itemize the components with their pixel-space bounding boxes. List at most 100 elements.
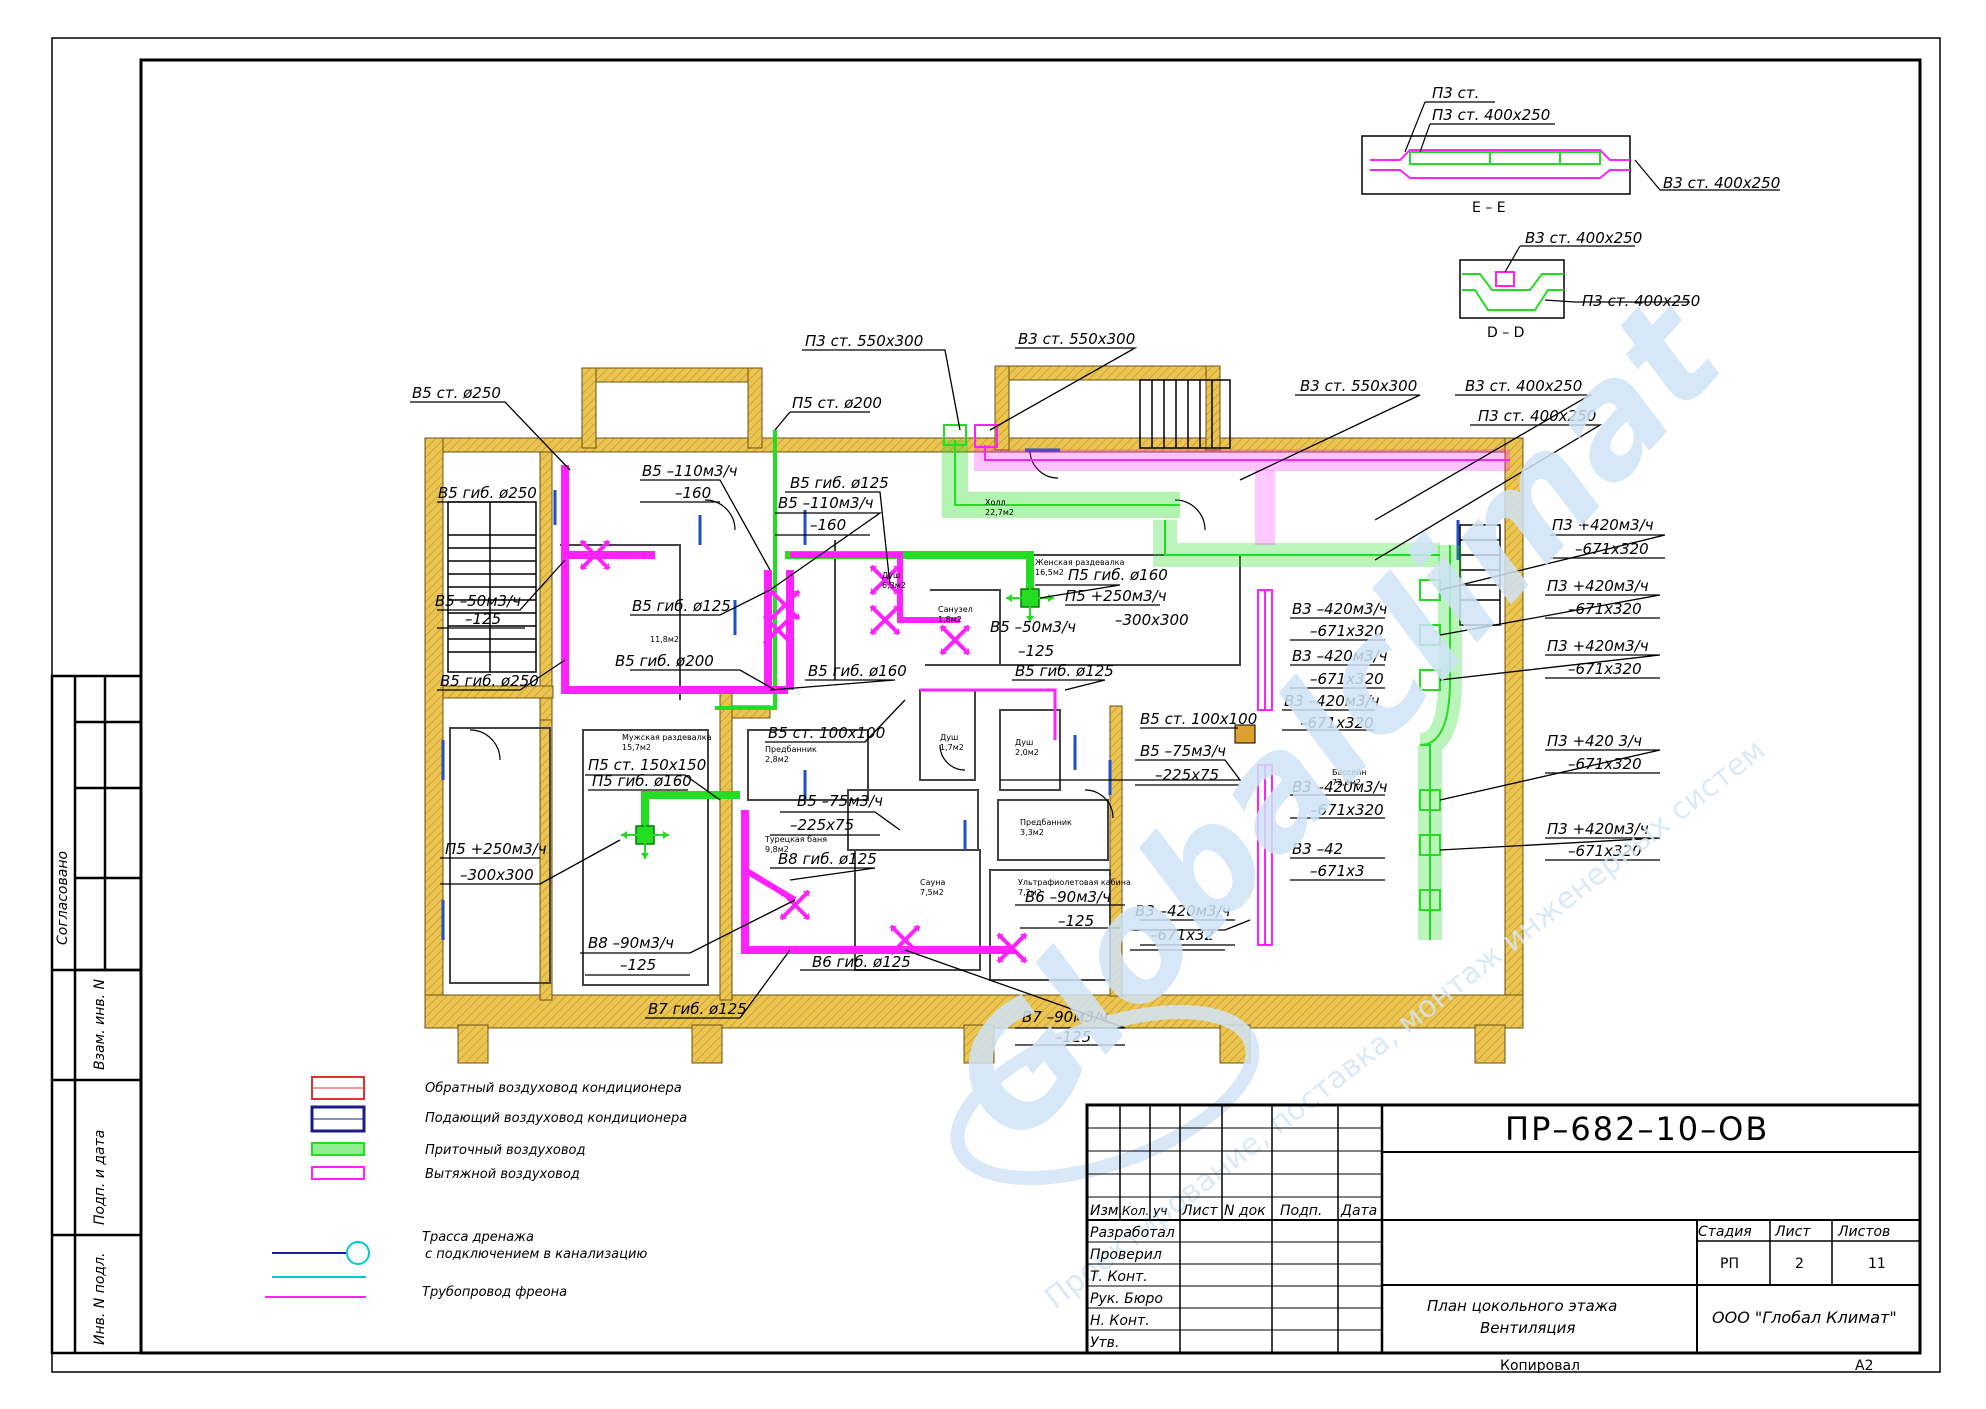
label-b5-m75b: В5 –75м3/ч bbox=[797, 792, 883, 810]
section-dd-label2: П3 ст. 400х250 bbox=[1582, 292, 1700, 310]
title-block-text: Изм. Кол. уч Лист N док Подп. Дата Разра… bbox=[1090, 1110, 1897, 1374]
label-d671-3: –671х320 bbox=[1300, 714, 1374, 732]
section-ee: П3 ст. П3 ст. 400х250 В3 ст. 400х250 Е –… bbox=[1361, 84, 1780, 216]
tb-col-kol: Кол. уч bbox=[1122, 1204, 1167, 1218]
floor-plan bbox=[424, 365, 1524, 1064]
label-b5-gib125a: В5 гиб. ø125 bbox=[790, 474, 889, 492]
sheet-title-2: Вентиляция bbox=[1480, 1319, 1575, 1337]
tb-col-list: Лист bbox=[1181, 1203, 1218, 1219]
svg-text:Мужская раздевалка: Мужская раздевалка bbox=[622, 733, 712, 742]
svg-text:Предбанник: Предбанник bbox=[1020, 818, 1072, 827]
svg-text:2,0м2: 2,0м2 bbox=[1015, 748, 1039, 757]
svg-text:11,8м2: 11,8м2 bbox=[650, 635, 679, 644]
label-b5-m75a-d: –225х75 bbox=[1155, 766, 1219, 784]
label-b5-gib250b: В5 гиб. ø250 bbox=[440, 672, 539, 690]
exhaust-ducts bbox=[561, 424, 1510, 964]
copied-label: Копировал bbox=[1500, 1358, 1580, 1374]
legend-item-exhaust: Вытяжной воздуховод bbox=[425, 1167, 580, 1182]
drawing-code: ПР–682–10–ОВ bbox=[1505, 1110, 1769, 1148]
section-dd: В3 ст. 400х250 П3 ст. 400х250 D – D bbox=[1459, 229, 1700, 341]
label-b8-m90-d: –125 bbox=[620, 956, 656, 974]
svg-text:Душ: Душ bbox=[1015, 738, 1033, 747]
label-b5-250-top: В5 ст. ø250 bbox=[412, 384, 501, 402]
label-b5-m110a-d: –160 bbox=[675, 484, 711, 502]
label-b5-st100b: В5 ст. 100х100 bbox=[768, 724, 885, 742]
label-b5-m110b-d: –160 bbox=[810, 516, 846, 534]
svg-text:Турецкая баня: Турецкая баня bbox=[764, 835, 827, 844]
tb-col-data: Дата bbox=[1340, 1203, 1377, 1219]
stage-header: Стадия bbox=[1698, 1224, 1752, 1240]
svg-text:7,2м2: 7,2м2 bbox=[1018, 888, 1042, 897]
legend-item-return: Обратный воздуховод кондиционера bbox=[425, 1081, 682, 1096]
label-d671b-4: –671х320 bbox=[1568, 755, 1642, 773]
label-p3-p420-3: П3 +420м3/ч bbox=[1547, 637, 1649, 655]
sheets-header: Листов bbox=[1837, 1224, 1890, 1240]
label-b5-m50b-d: –125 bbox=[1018, 642, 1054, 660]
label-p3-p420-1: П3 +420м3/ч bbox=[1552, 516, 1654, 534]
legend: Обратный воздуховод кондиционера Подающи… bbox=[265, 1076, 687, 1300]
svg-text:Бассейн: Бассейн bbox=[1332, 768, 1367, 777]
label-b5-m50: В5 –50м3/ч bbox=[435, 592, 521, 610]
svg-text:Женская раздевалка: Женская раздевалка bbox=[1035, 558, 1125, 567]
svg-text:22,7м2: 22,7м2 bbox=[985, 508, 1014, 517]
label-b5-m110b: В5 –110м3/ч bbox=[778, 494, 874, 512]
sheet-value: 2 bbox=[1795, 1256, 1804, 1272]
tb-col-podp: Подп. bbox=[1280, 1203, 1322, 1219]
label-b5-m75a: В5 –75м3/ч bbox=[1140, 742, 1226, 760]
label-b3-m420-4: В3 –420м3/ч bbox=[1292, 778, 1388, 796]
label-p5-st150: П5 ст. 150х150 bbox=[588, 756, 706, 774]
label-b3-m420-5: В3 –42 bbox=[1292, 840, 1343, 858]
section-ee-title: Е – Е bbox=[1472, 200, 1506, 216]
stamp-agreed: Согласовано bbox=[55, 851, 71, 945]
label-p3-550-top: П3 ст. 550х300 bbox=[805, 332, 923, 350]
label-p5-p250b-d: –300х300 bbox=[460, 866, 534, 884]
svg-text:Холл: Холл bbox=[985, 498, 1006, 507]
sheet-header: Лист bbox=[1774, 1224, 1811, 1240]
format-label: А2 bbox=[1855, 1358, 1873, 1374]
section-dd-label1: В3 ст. 400х250 bbox=[1525, 229, 1642, 247]
company-name: ООО "Глобал Климат" bbox=[1712, 1308, 1897, 1327]
label-b3-m420-6: В3 –420м3/ч bbox=[1135, 902, 1231, 920]
label-d671-5: –671х3 bbox=[1310, 862, 1365, 880]
label-b5-st100: В5 ст. 100х100 bbox=[1140, 710, 1257, 728]
svg-text:Душ: Душ bbox=[940, 733, 958, 742]
svg-text:16,5м2: 16,5м2 bbox=[1035, 568, 1064, 577]
label-d671-1: –671х320 bbox=[1310, 622, 1384, 640]
label-b5-gib250a: В5 гиб. ø250 bbox=[438, 484, 537, 502]
svg-text:Ультрафиолетовая кабина: Ультрафиолетовая кабина bbox=[1018, 878, 1131, 887]
label-b3-550: В3 ст. 550х300 bbox=[1300, 377, 1417, 395]
label-b8-m90: В8 –90м3/ч bbox=[588, 934, 674, 952]
label-d671-2: –671х320 bbox=[1310, 670, 1384, 688]
sheet-title-1: План цокольного этажа bbox=[1427, 1297, 1617, 1315]
svg-text:72,6м2: 72,6м2 bbox=[1332, 778, 1361, 787]
leader-lines bbox=[410, 347, 1666, 1046]
room-names: Холл 22,7м2 Женская раздевалка 16,5м2 Ду… bbox=[622, 498, 1367, 897]
label-d671b-3: –671х320 bbox=[1568, 660, 1642, 678]
svg-text:1,8м2: 1,8м2 bbox=[938, 615, 962, 624]
label-b6-m90: В6 –90м3/ч bbox=[1025, 888, 1111, 906]
svg-text:3,3м2: 3,3м2 bbox=[1020, 828, 1044, 837]
label-p3-p420-5: П3 +420м3/ч bbox=[1547, 820, 1649, 838]
label-b5-gib125b: В5 гиб. ø125 bbox=[632, 597, 731, 615]
supply-ducts bbox=[620, 424, 1462, 940]
tb-role-4: Рук. Бюро bbox=[1090, 1291, 1163, 1307]
label-d671b-5: –671х320 bbox=[1568, 842, 1642, 860]
legend-item-supply: Приточный воздуховод bbox=[425, 1143, 586, 1158]
side-stamp bbox=[50, 674, 143, 1355]
tb-role-5: Н. Конт. bbox=[1090, 1313, 1150, 1329]
svg-text:2,8м2: 2,8м2 bbox=[765, 755, 789, 764]
label-b3-550-top: В3 ст. 550х300 bbox=[1018, 330, 1135, 348]
stamp-inv-orig: Инв. N подл. bbox=[92, 1253, 108, 1346]
stage-value: РП bbox=[1720, 1256, 1739, 1272]
label-b5-gib200: В5 гиб. ø200 bbox=[615, 652, 714, 670]
label-b8-gib125: В8 гиб. ø125 bbox=[778, 850, 877, 868]
svg-text:6,3м2: 6,3м2 bbox=[882, 581, 906, 590]
tb-role-1: Разработал bbox=[1090, 1225, 1175, 1241]
svg-text:15,7м2: 15,7м2 bbox=[622, 743, 651, 752]
section-ee-label1: П3 ст. bbox=[1432, 84, 1479, 102]
svg-text:Сауна: Сауна bbox=[920, 878, 945, 887]
label-b6-gib125: В6 гиб. ø125 bbox=[812, 953, 911, 971]
legend-item-supply-ac: Подающий воздуховод кондиционера bbox=[425, 1111, 687, 1126]
label-p5-gib160b: П5 гиб. ø160 bbox=[592, 772, 692, 790]
section-ee-label2: П3 ст. 400х250 bbox=[1432, 106, 1550, 124]
